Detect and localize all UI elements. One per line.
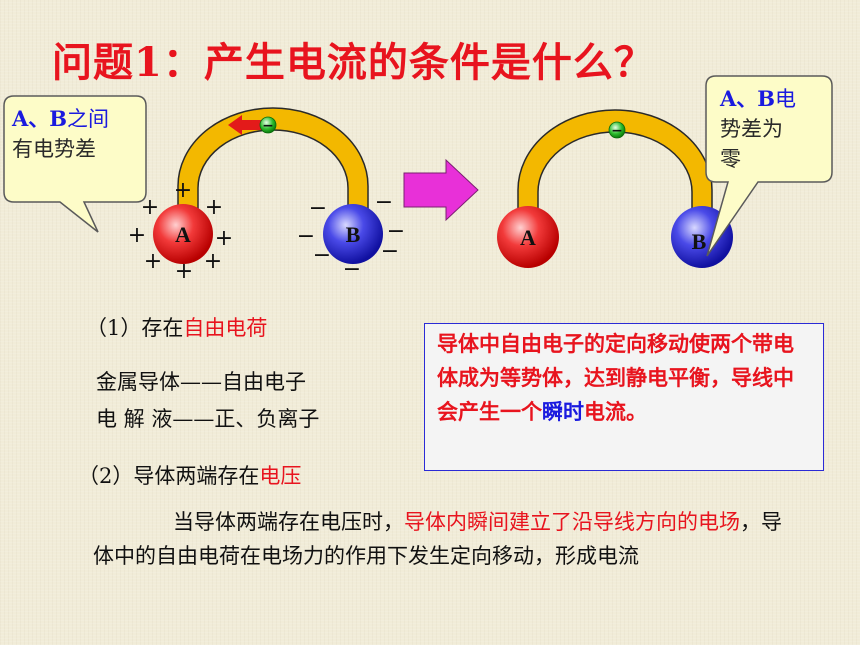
electron-left [259, 116, 277, 134]
callout-left-bubble [3, 95, 147, 233]
plus-sign: + [205, 195, 223, 220]
minus-sign: − [309, 196, 327, 221]
plus-sign: + [204, 249, 222, 274]
minus-sign: − [387, 219, 405, 244]
wire-arch-left [177, 107, 369, 213]
minus-charges: − − − − − − − [297, 190, 405, 282]
ball-b-right-label: B [692, 229, 707, 254]
metal-conductor-line: 金属导体——自由电子 [96, 370, 306, 394]
ball-a-right-label: A [520, 225, 536, 250]
minus-sign: − [297, 224, 315, 249]
condition-1: （1）存在自由电荷 [86, 312, 267, 342]
page-title: 问题1：产生电流的条件是什么？ [52, 39, 655, 86]
electron-right [608, 121, 626, 139]
callout-right-bubble [705, 75, 833, 257]
info-box-text-end: 电流。 [584, 399, 647, 424]
condition-2-prefix: （2）导体两端存在 [78, 464, 260, 488]
plus-sign: + [144, 249, 162, 274]
callout-left-line2: 有电势差 [12, 137, 96, 161]
condition-2-highlight: 电压 [259, 464, 302, 488]
info-box-highlight: 瞬时 [542, 399, 584, 424]
callout-right-line2: 势差为 [720, 117, 783, 141]
paragraph-highlight: 导体内瞬间建立了沿导线方向的电场 [404, 510, 740, 534]
ball-a-left [153, 204, 213, 264]
plus-charges: + + + + + + + + [128, 178, 233, 284]
info-box-text: 导体中自由电子的定向移动使两个带电体成为等势体，达到静电平衡，导线中会产生一个 [437, 331, 794, 424]
plus-sign: + [128, 223, 146, 248]
plus-sign: + [141, 195, 159, 220]
paragraph-part3: ，导体中的自由电荷在电场力的作用下发生定向移动，形成电流 [93, 510, 782, 568]
ball-a-right [497, 206, 559, 268]
info-box: 导体中自由电子的定向移动使两个带电体成为等势体，达到静电平衡，导线中会产生一个瞬… [424, 323, 824, 471]
condition-1-prefix: （1）存在 [86, 316, 184, 340]
electrolyte-line: 电 解 液——正、负离子 [96, 407, 320, 431]
condition-1-highlight: 自由电荷 [183, 316, 268, 340]
callout-right-text: A、B电 势差为 零 [720, 84, 820, 174]
minus-sign: − [375, 190, 393, 215]
callout-left-ab: A、B [12, 106, 68, 131]
ball-b-left-label: B [346, 222, 361, 247]
paragraph-part1: 当导体两端存在电压时， [173, 510, 404, 534]
minus-sign: − [381, 239, 399, 264]
minus-sign: − [313, 243, 331, 268]
ball-a-left-label: A [175, 222, 191, 247]
wire-arch-right [517, 109, 713, 217]
transition-arrow [403, 158, 479, 222]
minus-sign: − [343, 257, 361, 282]
callout-right-line3: 零 [720, 147, 741, 171]
electron-left-sign: − [262, 118, 274, 134]
callout-right-rest: 电 [775, 87, 797, 111]
ball-b-left [323, 204, 383, 264]
callout-left-text: A、B之间 有电势差 [12, 104, 140, 164]
electron-direction-arrow [228, 115, 262, 135]
callout-left-rest: 之间 [67, 107, 110, 131]
plus-sign: + [175, 259, 193, 284]
condition-2: （2）导体两端存在电压 [78, 460, 301, 490]
plus-sign: + [174, 178, 192, 203]
explanation-paragraph: 当导体两端存在电压时，导体内瞬间建立了沿导线方向的电场，导体中的自由电荷在电场力… [93, 505, 793, 573]
electron-right-sign: − [611, 123, 623, 139]
plus-sign: + [215, 226, 233, 251]
callout-right-ab: A、B [720, 86, 776, 111]
